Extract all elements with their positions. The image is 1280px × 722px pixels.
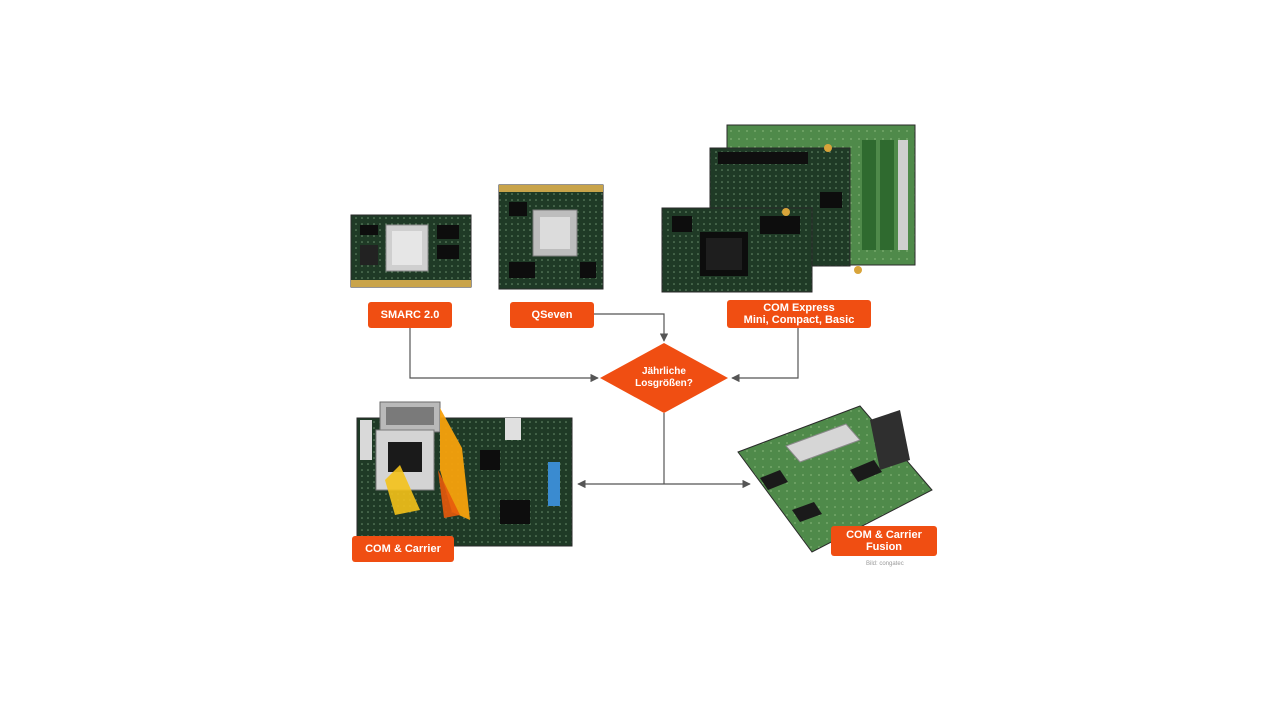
decision-diamond (600, 343, 728, 413)
decision-text: Jährliche Losgrößen? (635, 366, 693, 389)
label-com-carrier: COM & Carrier (352, 536, 454, 562)
com-carrier-board-image (356, 401, 573, 547)
connector-comexpress-to-decision (731, 328, 799, 383)
label-com-carrier-fusion: COM & Carrier Fusion (831, 526, 937, 556)
image-credit: Bild: congatec (866, 561, 904, 567)
label-smarc: SMARC 2.0 (368, 302, 452, 328)
connector-qseven-to-decision (594, 313, 669, 342)
com-carrier-fusion-board-image (737, 405, 933, 553)
connector-smarc-to-decision (409, 328, 599, 383)
qseven-module-image (498, 184, 604, 290)
label-qseven: QSeven (510, 302, 594, 328)
label-comexpress: COM Express Mini, Compact, Basic (727, 300, 871, 328)
smarc-module-image (350, 214, 472, 288)
comexpress-module-image (661, 124, 916, 293)
